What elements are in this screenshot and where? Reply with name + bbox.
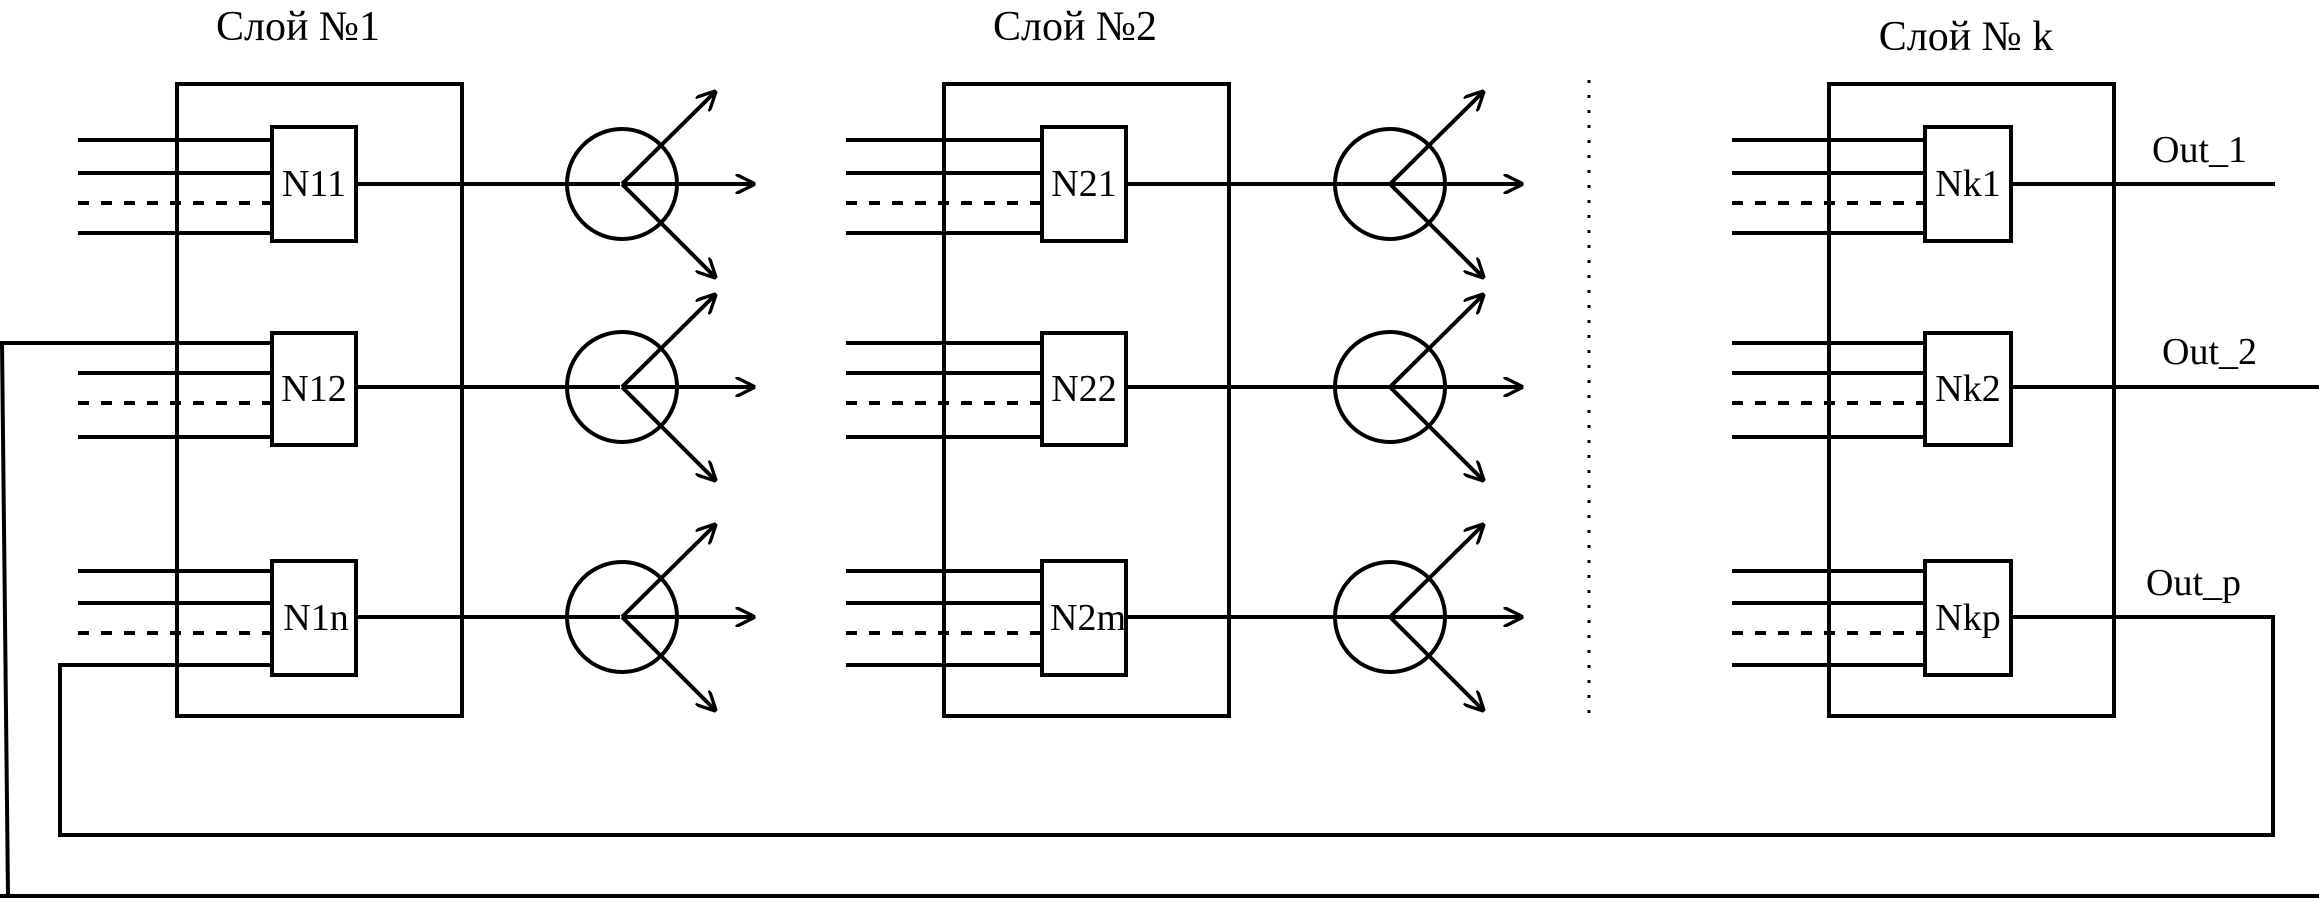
- feedback-loop-inner: [58, 615, 2275, 837]
- layer-2-fanout-nodes: [1333, 93, 1520, 709]
- output-label: Out_2: [2162, 331, 2257, 373]
- neuron-label: N2m: [1050, 597, 1126, 639]
- neuron-label: Nk2: [1935, 368, 2000, 410]
- fanout-node: [1333, 526, 1520, 709]
- neuron-label: N21: [1051, 163, 1116, 205]
- neuron-label: N1n: [283, 597, 348, 639]
- neuron: N11: [270, 125, 358, 243]
- output-label: Out_p: [2146, 562, 2241, 604]
- layer-k-title: Слой № k: [1879, 14, 2054, 60]
- fanout-node: [1333, 296, 1520, 479]
- neuron: N21: [1040, 125, 1128, 243]
- fanout-node: [565, 93, 752, 276]
- layer-1-inputs: [78, 138, 272, 635]
- neuron: N12: [270, 331, 358, 447]
- neuron: Nk1: [1923, 125, 2013, 243]
- neuron: Nk2: [1923, 331, 2013, 447]
- layer-1-frame: [175, 82, 464, 718]
- layer-2-inputs: [846, 138, 1042, 667]
- feedback-loop-outer-edge: [0, 342, 10, 897]
- output-label: Out_1: [2152, 129, 2247, 171]
- layer-2-title: Слой №2: [993, 4, 1157, 50]
- neuron-label: Nkp: [1935, 597, 2000, 639]
- neuron: N2m: [1040, 559, 1128, 677]
- neuron-label: N11: [282, 163, 346, 205]
- layer-1-connections: [356, 182, 620, 619]
- neuron-label: N12: [281, 368, 346, 410]
- neuron: Nkp: [1923, 559, 2013, 677]
- layer-k-frame: [1827, 82, 2116, 718]
- fanout-node: [565, 526, 752, 709]
- layer-1-fanout-nodes: [565, 93, 752, 709]
- layer-2-frame: [942, 82, 1231, 718]
- fanout-node: [1333, 93, 1520, 276]
- layer-1-title: Слой №1: [216, 4, 380, 50]
- neuron: N22: [1040, 331, 1128, 447]
- layer-k-output-lines: [2011, 182, 2319, 389]
- fanout-node: [565, 296, 752, 479]
- neuron: N1n: [270, 559, 358, 677]
- neuron-label: Nk1: [1935, 163, 2000, 205]
- neuron-label: N22: [1051, 368, 1116, 410]
- layer-2-connections: [1126, 182, 1390, 619]
- layer-k-inputs: [1732, 138, 1925, 667]
